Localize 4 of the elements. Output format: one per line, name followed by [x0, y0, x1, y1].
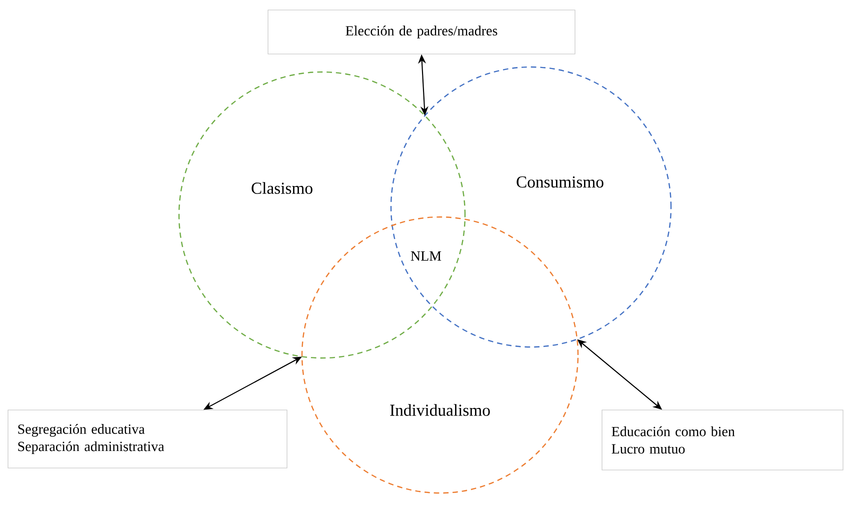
- text-box: Elección de padres/madres: [268, 10, 576, 54]
- text-box: Educación como bien Lucro mutuo: [602, 410, 844, 470]
- text-box: Segregación educativa Separación administrativa: [8, 410, 288, 468]
- region-label: NLM: [410, 251, 442, 261]
